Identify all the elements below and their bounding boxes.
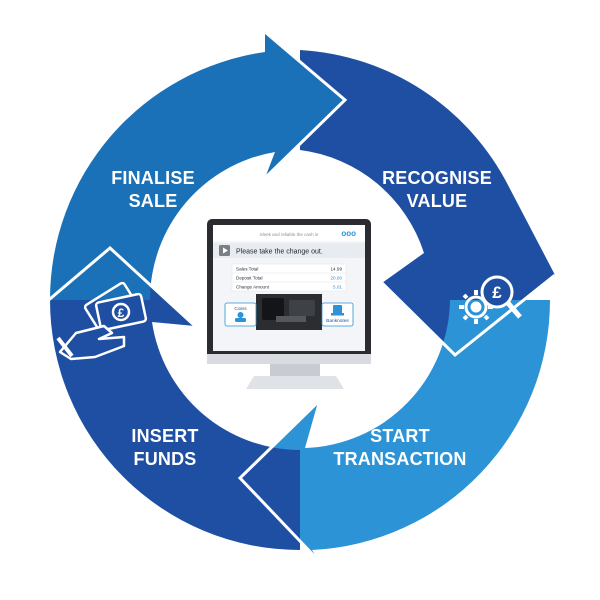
start-transaction-label-line1: START bbox=[370, 426, 430, 446]
banknotes-button-label: Banknotes bbox=[326, 318, 349, 324]
banknote-icon bbox=[331, 305, 344, 316]
finalise-sale-label-line1: FINALISE bbox=[111, 168, 195, 188]
amount-row-value: 5.01 bbox=[333, 285, 342, 290]
monitor: Sleek and reliable the cash in ooo Pleas… bbox=[207, 219, 371, 389]
window-title: Sleek and reliable the cash in bbox=[260, 232, 319, 237]
finalise-sale-label-line2: SALE bbox=[129, 191, 178, 211]
amount-row-label: Sales Total bbox=[236, 267, 258, 272]
segment-finalise-sale bbox=[49, 32, 345, 300]
segment-insert-funds bbox=[18, 248, 300, 550]
segment-start-transaction bbox=[240, 300, 551, 560]
start-transaction-label-line2: TRANSACTION bbox=[333, 449, 466, 469]
coin-hand-icon bbox=[235, 312, 246, 322]
amount-row-value: 14.99 bbox=[331, 267, 343, 272]
recognise-value-label-line2: VALUE bbox=[407, 191, 468, 211]
amount-row-label: Change Amount bbox=[236, 285, 270, 290]
insert-funds-label-line1: INSERT bbox=[131, 426, 198, 446]
insert-funds-label-line2: FUNDS bbox=[134, 449, 197, 469]
coin-magnifier-gear-icon: £ bbox=[459, 275, 522, 324]
amount-row-value: 20.00 bbox=[331, 276, 343, 281]
coins-button-label: Coins bbox=[234, 306, 247, 312]
recognise-value-label-line1: RECOGNISE bbox=[382, 168, 492, 188]
svg-text:£: £ bbox=[118, 306, 125, 320]
hand-banknotes-icon: £ bbox=[56, 281, 148, 361]
amount-row-label: Deposit Total bbox=[236, 276, 262, 281]
play-icon bbox=[223, 247, 228, 254]
brand-logo: ooo bbox=[341, 229, 356, 238]
prompt-text: Please take the change out. bbox=[236, 249, 323, 256]
svg-text:£: £ bbox=[492, 283, 502, 302]
